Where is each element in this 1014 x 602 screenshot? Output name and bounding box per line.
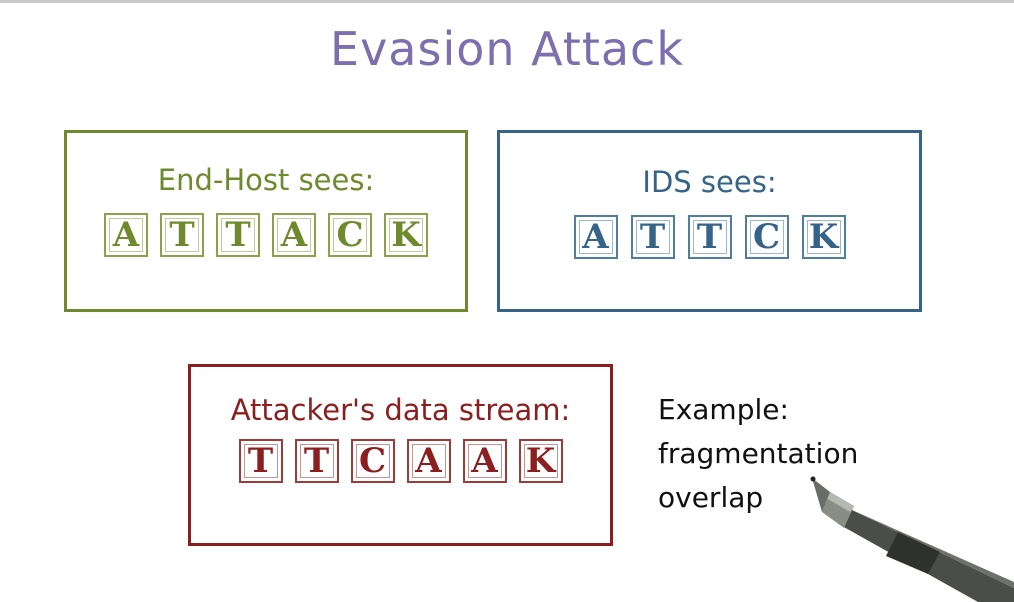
- letter-tile: A: [406, 439, 451, 483]
- end-host-letters: A T T A C K: [67, 213, 465, 257]
- letter-tile: T: [160, 213, 204, 257]
- letter-tile: A: [462, 439, 507, 483]
- top-border: [0, 0, 1014, 3]
- ids-box: IDS sees: A T T C K: [497, 130, 922, 312]
- letter-tile: C: [328, 213, 372, 257]
- attacker-box: Attacker's data stream: T T C A A K: [188, 364, 613, 546]
- letter-tile: A: [272, 213, 316, 257]
- letter-tile: A: [573, 215, 618, 259]
- letter-tile: K: [801, 215, 846, 259]
- letter-tile: K: [384, 213, 428, 257]
- letter-tile: K: [518, 439, 563, 483]
- letter-tile: T: [294, 439, 339, 483]
- letter-tile: T: [630, 215, 675, 259]
- letter-tile: C: [744, 215, 789, 259]
- ids-label: IDS sees:: [642, 165, 777, 199]
- pen-icon: [810, 476, 1014, 602]
- example-note: Example: fragmentation overlap: [658, 388, 918, 520]
- note-line: Example:: [658, 393, 789, 426]
- letter-tile: T: [216, 213, 260, 257]
- note-line: fragmentation: [658, 437, 859, 470]
- letter-tile: A: [104, 213, 148, 257]
- ids-letters: A T T C K: [500, 215, 919, 259]
- slide-title: Evasion Attack: [330, 22, 684, 76]
- letter-tile: T: [687, 215, 732, 259]
- end-host-box: End-Host sees: A T T A C K: [64, 130, 468, 312]
- note-line: overlap: [658, 481, 764, 514]
- letter-tile: T: [238, 439, 283, 483]
- end-host-label: End-Host sees:: [157, 163, 375, 197]
- attacker-letters: T T C A A K: [191, 439, 610, 483]
- attacker-label: Attacker's data stream:: [230, 393, 571, 427]
- letter-tile: C: [350, 439, 395, 483]
